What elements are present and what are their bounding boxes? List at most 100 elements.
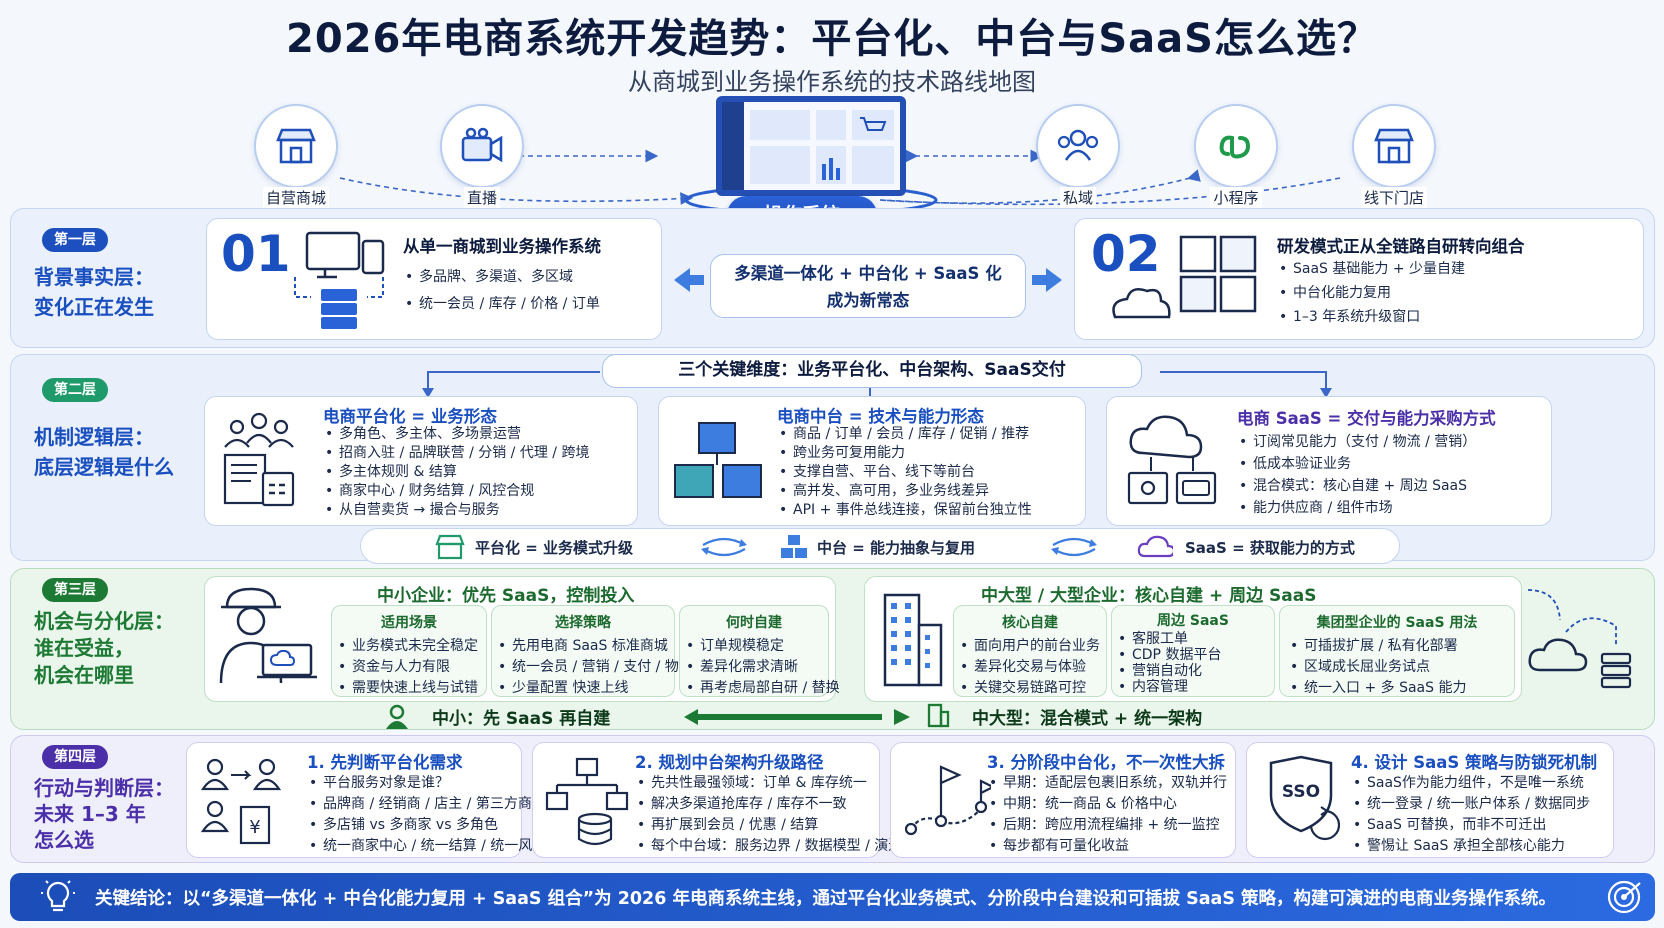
- lightbulb-icon: [41, 880, 75, 912]
- layer-4-title: 行动与判断层： 未来 1–3 年 怎么选: [34, 776, 174, 852]
- layer-1-tag: 第一层: [42, 228, 108, 252]
- layer-4-tag: 第四层: [42, 745, 108, 769]
- card-bullets: 多角色、多主体、多场景运营 招商入驻 / 品牌联营 / 分销 / 代理 / 跨境…: [325, 425, 589, 520]
- layer-1-center-pill: 多渠道一体化 + 中台化 + SaaS 化 成为新常态: [710, 254, 1026, 318]
- building-icon: [927, 703, 950, 728]
- person-icon: [386, 704, 408, 729]
- card-title: 电商平台化 = 业务形态: [323, 407, 497, 426]
- arrow-left-icon: [674, 268, 704, 292]
- layer-2-card-saas: 电商 SaaS = 交付与能力采购方式 订阅常见能力（支付 / 物流 / 营销）…: [1106, 396, 1552, 526]
- layer-3-bottom-left: 中小：先 SaaS 再自建: [432, 709, 611, 729]
- channel-self-mall[interactable]: 自营商城: [250, 104, 342, 208]
- card-title: 2. 规划中台架构升级路径: [635, 753, 824, 772]
- double-arrow-icon: [684, 709, 910, 725]
- milestone-flags-icon: [901, 759, 991, 845]
- card-bullets: 平台服务对象是谁？ 品牌商 / 经销商 / 店主 / 第三方商家 多店铺 vs …: [309, 773, 546, 857]
- layer-4-card-1: ¥ 1. 先判断平台化需求 平台服务对象是谁？ 品牌商 / 经销商 / 店主 /…: [186, 742, 546, 858]
- swap-arrows-icon: [701, 537, 747, 557]
- channel-mini-program[interactable]: 小程序: [1190, 104, 1282, 208]
- layer-1-title: 背景事实层： 变化正在发生: [34, 265, 154, 319]
- storefront-icon: [1352, 104, 1436, 188]
- channel-label: 直播: [463, 187, 500, 208]
- worker-laptop-icon: [211, 583, 321, 693]
- layer-4-card-2: 2. 规划中台架构升级路径 先共性最强领域：订单 & 库存统一 解决多渠道抢库存…: [532, 742, 930, 858]
- storefront-icon: [254, 104, 338, 188]
- layer-1-card-02: 02 研发模式正从全链路自研转向组合 SaaS 基础能力 + 少量自建 中台化能…: [1074, 218, 1644, 340]
- card-title: 1. 先判断平台化需求: [307, 753, 463, 772]
- puzzle-cloud-icon: [1105, 231, 1275, 335]
- sso-label: SSO: [1282, 782, 1320, 802]
- svg-text:¥: ¥: [249, 817, 260, 838]
- card-bullets: 订阅常见能力（支付 / 物流 / 营销） 低成本验证业务 混合模式：核心自建 +…: [1239, 431, 1476, 519]
- page-subtitle: 从商城到业务操作系统的技术路线地图: [628, 68, 1036, 96]
- layer-2-banner: 三个关键维度：业务平台化、中台架构、SaaS交付: [602, 354, 1142, 388]
- channel-label: 自营商城: [262, 187, 329, 208]
- card-title: 从单一商城到业务操作系统: [403, 237, 601, 256]
- key-conclusion-bar: 关键结论：以“多渠道一体化 + 中台化能力复用 + SaaS 组合”为 2026…: [10, 873, 1655, 921]
- people-document-calculator-icon: [219, 411, 299, 507]
- card-title: 电商 SaaS = 交付与能力采购方式: [1237, 409, 1496, 428]
- layer-3-card-enterprise: 中大型 / 大型企业：核心自建 + 周边 SaaS 核心自建 面向用户的前台业务…: [864, 576, 1522, 702]
- layer-2-summary-strip: 平台化 = 业务模式升级 中台 = 能力抽象与复用 SaaS = 获取能力的方式: [360, 528, 1400, 564]
- channel-label: 线下门店: [1360, 187, 1427, 208]
- arrow-right-icon: [1032, 268, 1062, 292]
- layer-3-bottom-right: 中大型：混合模式 + 统一架构: [972, 709, 1203, 729]
- card-bullets: 多品牌、多渠道、多区域 统一会员 / 库存 / 价格 / 订单: [405, 267, 600, 315]
- blocks-icon: [781, 535, 807, 558]
- sub-card-when-self-build: 何时自建 订单规模稳定 差异化需求清晰 再考虑局部自研 / 替换: [679, 605, 840, 699]
- sub-card-scenarios: 适用场景 业务模式未完全稳定 资金与人力有限 需要快速上线与试错: [331, 605, 487, 699]
- channel-connectors: [339, 149, 1341, 206]
- page-title: 2026年电商系统开发趋势：平台化、中台与SaaS怎么选？: [286, 16, 1378, 62]
- strip-item-platform: 平台化 = 业务模式升级: [475, 539, 634, 557]
- building-blocks-icon: [669, 415, 765, 505]
- video-camera-icon: [440, 104, 524, 188]
- sub-card-peripheral-saas: 周边 SaaS 客服工单 CDP 数据平台 营销自动化 内容管理: [1111, 605, 1275, 697]
- card-title: 4. 设计 SaaS 策略与防锁死机制: [1351, 753, 1598, 772]
- layer-3-card-sme: 中小企业：优先 SaaS，控制投入 适用场景 业务模式未完全稳定 资金与人力有限…: [204, 576, 840, 702]
- strip-item-saas: SaaS = 获取能力的方式: [1185, 539, 1355, 557]
- office-building-icon: [877, 585, 947, 689]
- layer-3-tag: 第三层: [42, 578, 108, 602]
- storefront-icon: [435, 534, 465, 560]
- card-bullets: SaaS 基础能力 + 少量自建 中台化能力复用 1–3 年系统升级窗口: [1279, 259, 1465, 328]
- layer-4-card-3: 3. 分阶段中台化，不一次性大拆 早期：适配层包裹旧系统，双轨并行 中期：统一商…: [890, 742, 1236, 858]
- sub-card-group-saas-usage: 集团型企业的 SaaS 用法 可插拔扩展 / 私有化部署 区域成长屈业务试点 统…: [1279, 605, 1515, 699]
- desktop-server-icon: [291, 231, 387, 335]
- card-bullets: 早期：适配层包裹旧系统，双轨并行 中期：统一商品 & 价格中心 后期：跨应用流程…: [989, 773, 1227, 857]
- sub-card-core-self-build: 核心自建 面向用户的前台业务 差异化交易与体验 关键交易链路可控: [953, 605, 1107, 699]
- cloud-icon: [1137, 535, 1173, 558]
- layer-3-title: 机会与分化层： 谁在受益， 机会在哪里: [34, 609, 174, 687]
- hierarchy-database-icon: [543, 757, 633, 849]
- cloud-server-icon: [1526, 588, 1646, 698]
- channel-private-domain[interactable]: 私域: [1032, 104, 1124, 208]
- channel-offline-store[interactable]: 线下门店: [1348, 104, 1440, 208]
- channel-live[interactable]: 直播: [436, 104, 528, 208]
- swap-arrows-icon: [1051, 537, 1097, 557]
- card-title: 研发模式正从全链路自研转向组合: [1277, 237, 1525, 256]
- mini-program-icon: [1194, 104, 1278, 188]
- layer-4-card-4: SSO 4. 设计 SaaS 策略与防锁死机制 SaaS作为能力组件，不是唯一系…: [1246, 742, 1614, 858]
- banner-branch-arrows: [422, 371, 1332, 398]
- card-number: 01: [221, 225, 291, 283]
- card-bullets: 商品 / 订单 / 会员 / 库存 / 促销 / 推荐 跨业务可复用能力 支撑自…: [779, 425, 1032, 520]
- channel-label: 小程序: [1210, 187, 1262, 208]
- strip-item-middle-platform: 中台 = 能力抽象与复用: [817, 539, 976, 557]
- card-bullets: SaaS作为能力组件，不是唯一系统 统一登录 / 统一账户体系 / 数据同步 S…: [1353, 773, 1590, 857]
- users-icon: [1036, 104, 1120, 188]
- card-title: 3. 分阶段中台化，不一次性大拆: [987, 753, 1225, 772]
- key-conclusion-text: 关键结论：以“多渠道一体化 + 中台化能力复用 + SaaS 组合”为 2026…: [95, 889, 1557, 909]
- layer-2-card-middle-platform: 电商中台 = 技术与能力形态 商品 / 订单 / 会员 / 库存 / 促销 / …: [658, 396, 1086, 526]
- card-number: 02: [1091, 225, 1161, 283]
- card-bullets: 先共性最强领域：订单 & 库存统一 解决多渠道抢库存 / 库存不一致 再扩展到会…: [637, 773, 930, 857]
- user-flow-icon: ¥: [201, 757, 287, 849]
- layer-2-tag: 第二层: [42, 378, 108, 402]
- cloud-settings-icon: [1121, 411, 1221, 507]
- channel-label: 私域: [1059, 187, 1096, 208]
- card-title: 中小企业：优先 SaaS，控制投入: [377, 586, 635, 606]
- target-icon: [1607, 880, 1641, 914]
- sub-card-strategy: 选择策略 先用电商 SaaS 标准商城 统一会员 / 营销 / 支付 / 物流 …: [491, 605, 693, 699]
- laptop-dashboard-icon: [676, 92, 946, 212]
- layer-2-title: 机制逻辑层： 底层逻辑是什么: [34, 425, 174, 479]
- card-title: 电商中台 = 技术与能力形态: [777, 407, 984, 426]
- layer-1-card-01: 01 从单一商城到业务操作系统 多品牌、多渠道、多区域 统一会员 / 库存 / …: [206, 218, 662, 340]
